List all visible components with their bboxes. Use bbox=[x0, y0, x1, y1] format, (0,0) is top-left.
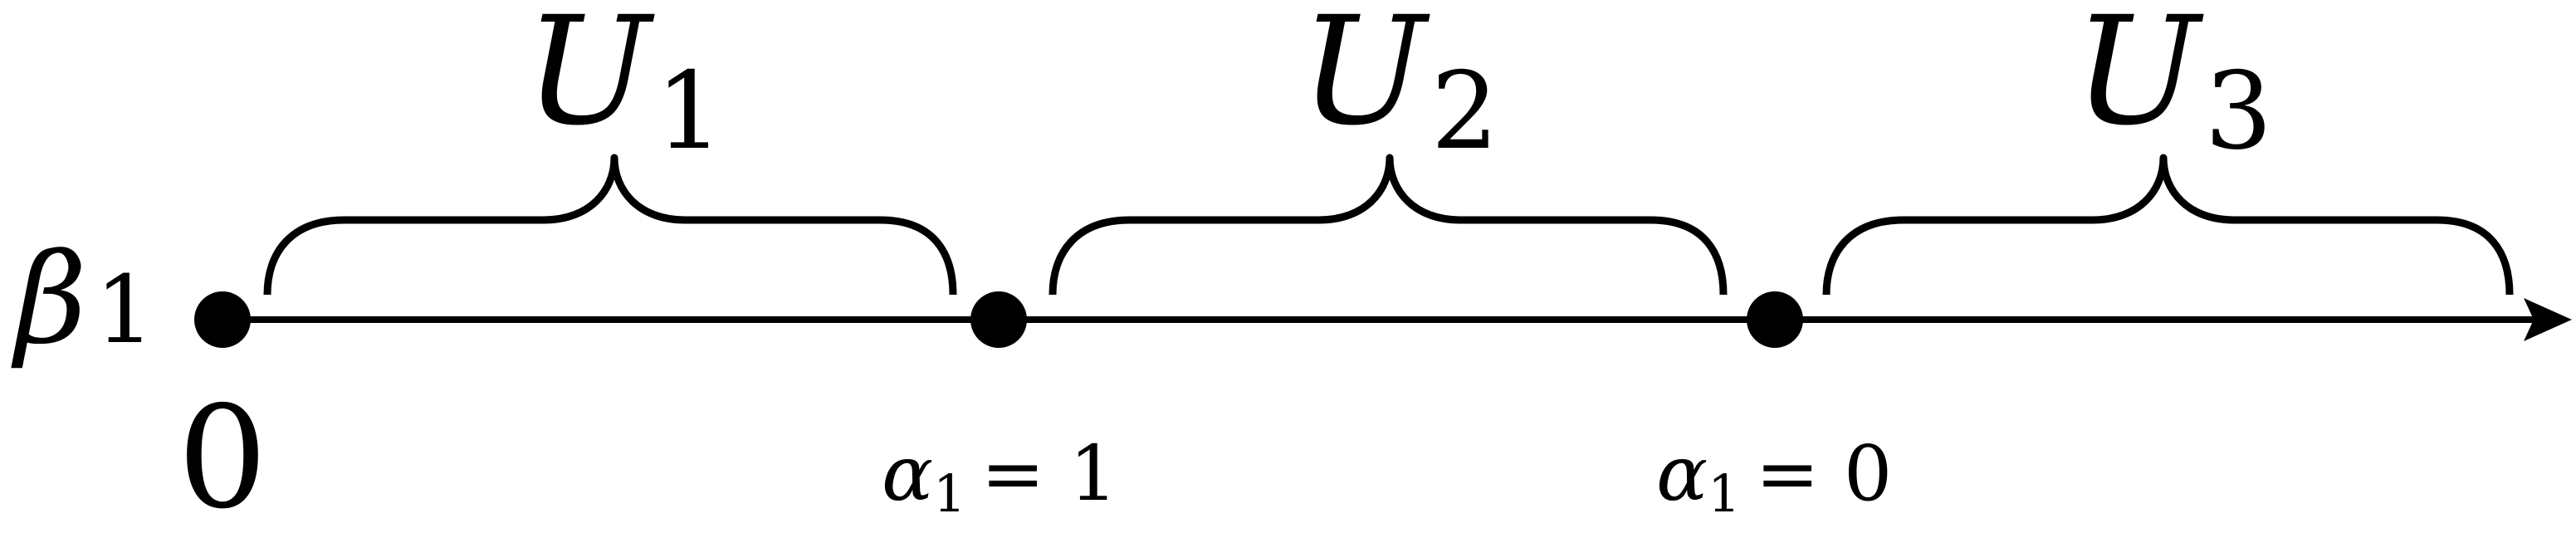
interval-brace-u1 bbox=[263, 154, 957, 296]
axis-point-alpha-zero bbox=[1747, 291, 1803, 348]
axis-point-origin bbox=[194, 291, 251, 348]
axis-variable-label: β1 bbox=[11, 227, 154, 372]
interval-brace-u3 bbox=[1822, 154, 2514, 296]
interval-brace-u2 bbox=[1048, 154, 1728, 296]
axis-point-alpha-one bbox=[970, 291, 1027, 348]
interval-label-u2: U2 bbox=[1300, 0, 1498, 174]
point-label-origin: 0 bbox=[178, 376, 267, 533]
axis-arrowhead bbox=[2524, 298, 2572, 341]
point-label-alpha-zero: α1= 0 bbox=[1656, 429, 1892, 524]
interval-label-u1: U1 bbox=[525, 0, 723, 174]
point-label-alpha-one: α1= 1 bbox=[882, 429, 1117, 524]
interval-label-u3: U3 bbox=[2074, 0, 2272, 174]
